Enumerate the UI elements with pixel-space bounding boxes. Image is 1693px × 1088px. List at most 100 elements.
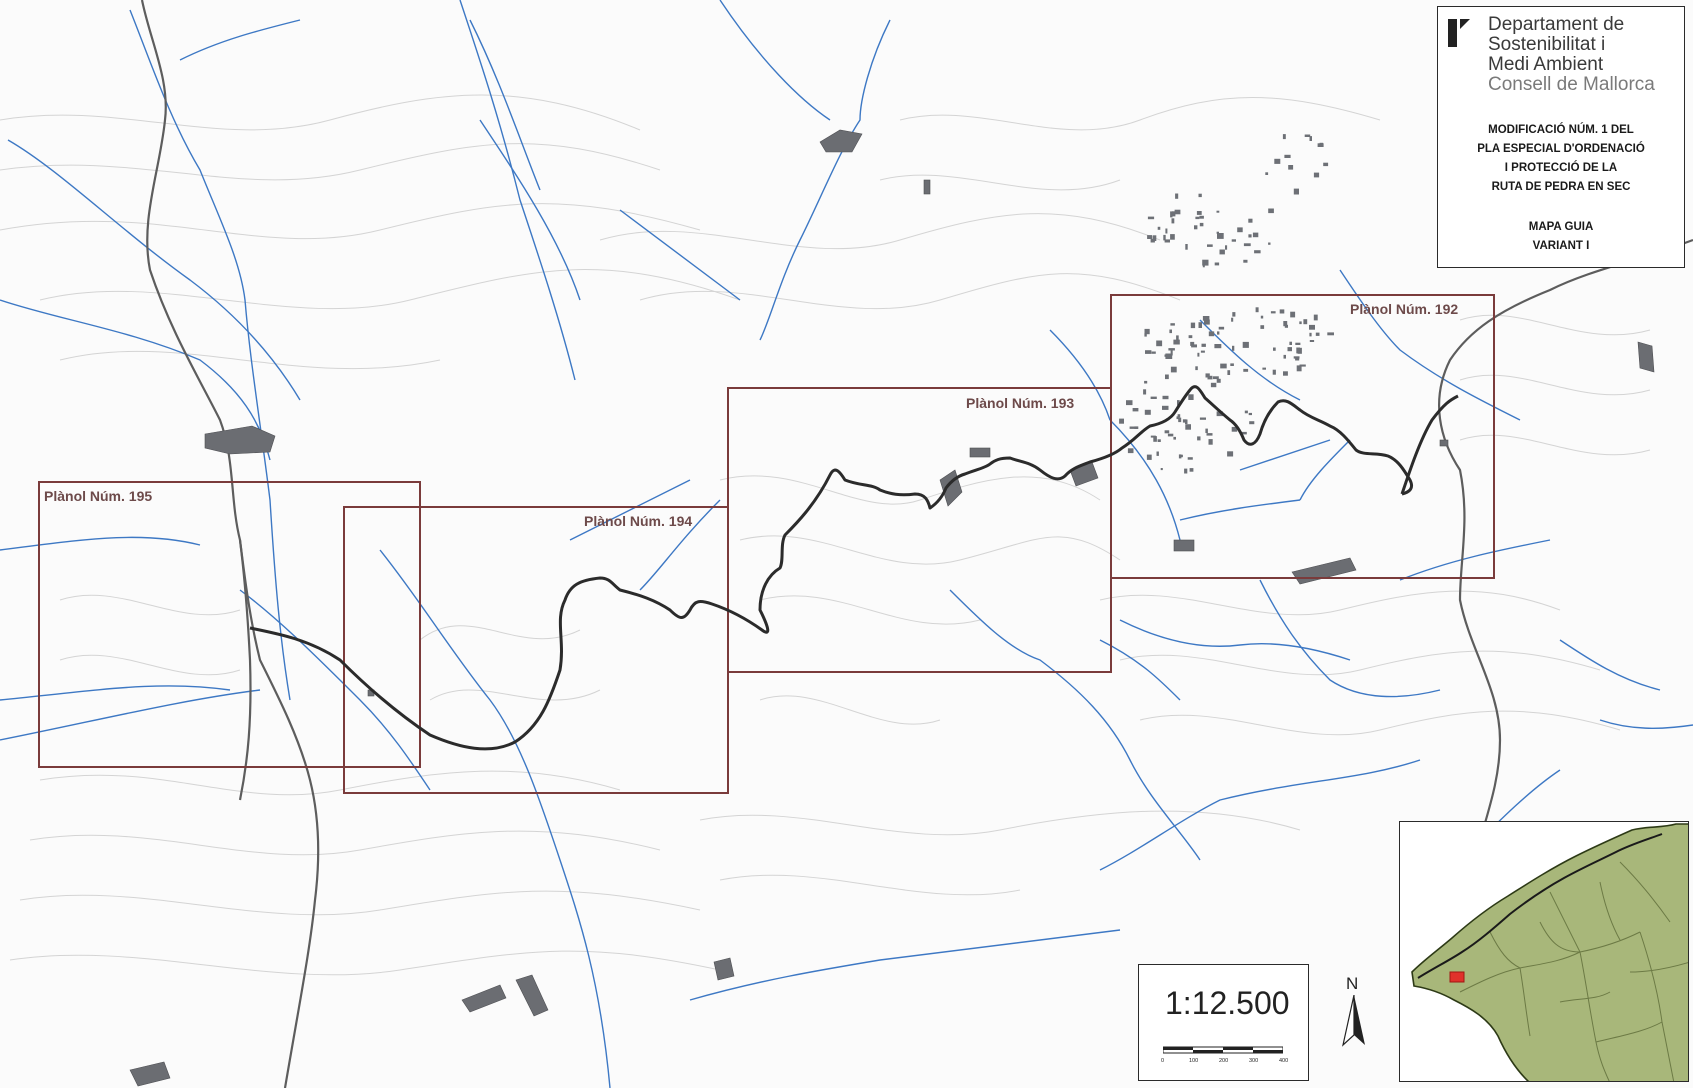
department-line-3: Medi Ambient: [1488, 54, 1604, 75]
village-building: [1289, 341, 1292, 345]
village-building: [1248, 218, 1253, 223]
village-building: [1190, 341, 1195, 346]
village-building: [1295, 342, 1301, 345]
village-building: [1304, 134, 1311, 137]
village-building: [1309, 136, 1312, 141]
village-building: [1173, 339, 1180, 345]
village-building: [1163, 234, 1166, 241]
village-building: [1119, 418, 1124, 424]
project-title-line-4: RUTA DE PEDRA EN SEC: [1491, 181, 1631, 193]
village-building: [1239, 431, 1247, 435]
village-building: [1143, 389, 1147, 395]
village-building: [1188, 394, 1194, 400]
municipal-boundaries: [1459, 861, 1688, 1081]
village-building: [1225, 245, 1228, 250]
village-building: [1144, 328, 1150, 335]
village-building: [1282, 134, 1286, 140]
village-building: [1176, 335, 1179, 341]
village-building: [1299, 321, 1302, 325]
village-building: [1173, 436, 1176, 440]
village-building: [1202, 263, 1205, 268]
village-building: [1218, 326, 1225, 330]
road-network: [140, 0, 1693, 1088]
village-building: [1227, 370, 1231, 375]
village-building: [1170, 211, 1173, 218]
village-building: [1284, 324, 1288, 328]
village-building: [1309, 340, 1315, 342]
locator-inset: [1399, 821, 1689, 1082]
sheet-label-192[interactable]: Plànol Núm. 192: [1350, 301, 1458, 317]
village-building: [1196, 211, 1202, 215]
village-building: [1168, 348, 1175, 351]
sheet-frame-195[interactable]: [38, 481, 421, 768]
village-building: [1309, 332, 1312, 337]
village-building: [1184, 468, 1188, 474]
village-building: [1170, 350, 1173, 356]
village-building: [1147, 216, 1155, 220]
village-building: [1146, 454, 1152, 460]
village-building: [1197, 436, 1201, 441]
map-title-line-2: VARIANT I: [1532, 240, 1590, 252]
village-building: [1144, 380, 1148, 384]
village-building: [1205, 428, 1208, 433]
scale-bar-label: 400: [1279, 1058, 1289, 1064]
village-building: [1176, 416, 1179, 420]
village-building: [1202, 316, 1210, 321]
project-title-line-2: PLA ESPECIAL D'ORDENACIÓ: [1477, 143, 1645, 155]
village-building: [1214, 344, 1222, 349]
village-building: [1164, 354, 1171, 357]
village-building: [1134, 426, 1139, 429]
village-building: [1150, 435, 1156, 438]
village-building: [1171, 218, 1175, 224]
village-building: [1296, 347, 1300, 354]
village-building: [1237, 227, 1243, 233]
village-building: [1265, 172, 1269, 175]
village-building: [1129, 426, 1135, 429]
sheet-label-195[interactable]: Plànol Núm. 195: [44, 488, 152, 504]
sheet-frame-193[interactable]: [727, 387, 1112, 673]
sheet-frame-194[interactable]: [343, 506, 729, 794]
village-building: [1313, 172, 1320, 178]
village-building: [1249, 421, 1255, 425]
village-building: [1213, 376, 1219, 380]
sheet-label-194[interactable]: Plànol Núm. 194: [584, 513, 692, 529]
village-building: [1273, 347, 1276, 351]
consell-logo-icon: [1448, 19, 1470, 47]
village-building: [1147, 235, 1152, 239]
route-branch-east[interactable]: [1400, 394, 1459, 495]
village-building: [1214, 262, 1220, 266]
village-building: [1202, 259, 1209, 266]
village-building: [1204, 319, 1210, 325]
village-building: [1182, 419, 1187, 423]
village-building: [1164, 430, 1170, 434]
village-building: [1252, 232, 1259, 238]
north-label: N: [1346, 974, 1359, 993]
sheet-label-193[interactable]: Plànol Núm. 193: [966, 395, 1074, 411]
village-building: [1160, 468, 1163, 471]
village-building: [1248, 412, 1252, 416]
village-building: [1242, 341, 1249, 348]
village-building: [1172, 211, 1176, 217]
village-building: [1145, 350, 1152, 354]
village-building: [1199, 222, 1204, 227]
village-building: [1164, 239, 1170, 243]
village-building: [1170, 366, 1177, 373]
village-building: [1167, 433, 1174, 437]
village-building: [1152, 235, 1157, 241]
stone-route-trail[interactable]: [249, 385, 1414, 751]
village-building: [1178, 454, 1182, 459]
village-building: [1243, 243, 1251, 247]
department-line-4: Consell de Mallorca: [1488, 74, 1655, 95]
village-building: [1127, 448, 1134, 454]
village-building: [1217, 233, 1224, 239]
village-building: [1243, 368, 1249, 372]
village-building: [1195, 366, 1198, 371]
village-building: [1208, 331, 1215, 337]
village-building: [1303, 319, 1308, 325]
village-building: [1232, 345, 1235, 351]
village-building: [1156, 340, 1163, 347]
sheet-frame-192[interactable]: [1110, 294, 1495, 579]
village-building: [1197, 352, 1200, 357]
village-building: [1216, 378, 1221, 383]
